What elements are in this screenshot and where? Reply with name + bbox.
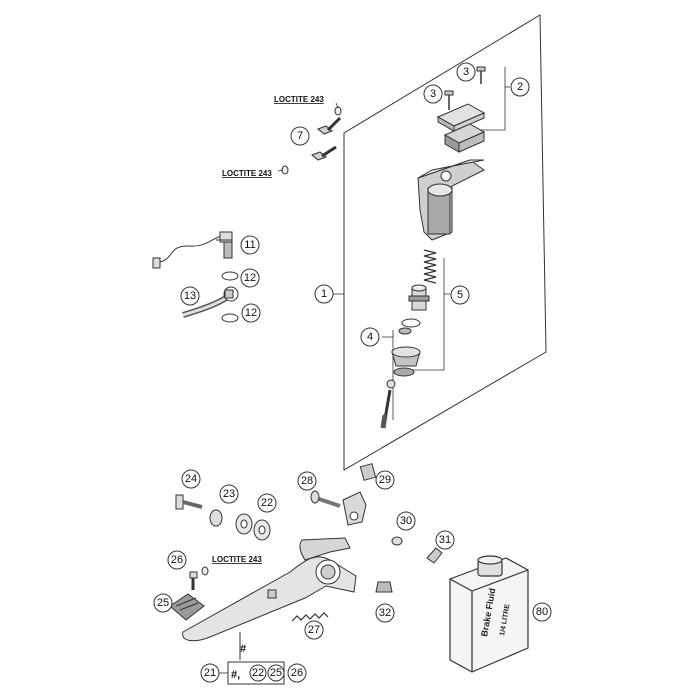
master-cylinder bbox=[380, 66, 486, 429]
callout-24-text: 24 bbox=[185, 473, 197, 485]
callout-3: 3 bbox=[456, 62, 476, 82]
callout-22-text: 22 bbox=[261, 497, 273, 509]
callout-7: 7 bbox=[290, 126, 310, 146]
callout-13: 13 bbox=[180, 286, 200, 306]
circlip bbox=[401, 318, 421, 328]
piston bbox=[408, 284, 430, 311]
callout-30: 30 bbox=[396, 511, 416, 531]
callout-26-text: 26 bbox=[291, 667, 303, 679]
cover-screw bbox=[476, 66, 486, 84]
pedal-tip bbox=[169, 593, 205, 621]
callout-28: 28 bbox=[297, 471, 317, 491]
callout-23-text: 23 bbox=[223, 488, 235, 500]
dust-boot bbox=[391, 346, 421, 377]
callout-12: 12 bbox=[241, 303, 261, 323]
callout-31: 31 bbox=[435, 530, 455, 550]
callout-11-text: 11 bbox=[244, 239, 255, 251]
return-spring bbox=[291, 612, 329, 622]
kit-hash-comma: #, bbox=[231, 669, 240, 681]
loctite-label-mid: LOCTITE 243 bbox=[222, 169, 272, 178]
brake-hose bbox=[182, 271, 239, 323]
callout-3-text: 3 bbox=[463, 66, 469, 78]
callout-12-text: 12 bbox=[245, 307, 257, 319]
loctite-label-pedal: LOCTITE 243 bbox=[212, 555, 262, 564]
callout-1-text: 1 bbox=[321, 288, 327, 300]
spring bbox=[423, 249, 437, 284]
callout-22: 22 bbox=[249, 664, 267, 682]
callout-25-text: 25 bbox=[270, 667, 282, 679]
callout-1: 1 bbox=[314, 284, 334, 304]
callout-31-text: 31 bbox=[439, 534, 451, 546]
callout-32-text: 32 bbox=[379, 607, 391, 619]
callout-3-text: 3 bbox=[430, 88, 436, 100]
callout-23: 23 bbox=[219, 484, 239, 504]
callout-80: 80 bbox=[532, 602, 552, 622]
callout-7-text: 7 bbox=[297, 130, 303, 142]
callout-26: 26 bbox=[287, 663, 307, 683]
callout-32: 32 bbox=[375, 603, 395, 623]
pivot-bolt bbox=[175, 494, 203, 510]
bracket-lines bbox=[333, 67, 510, 420]
callout-5-text: 5 bbox=[457, 289, 463, 301]
callout-5: 5 bbox=[450, 285, 470, 305]
hash-mark: # bbox=[240, 643, 246, 655]
callout-27: 27 bbox=[304, 620, 324, 640]
callout-12: 12 bbox=[240, 268, 260, 288]
callout-29: 29 bbox=[375, 470, 395, 490]
brake-light-switch bbox=[152, 231, 233, 269]
cover-screw bbox=[444, 90, 454, 110]
callout-12-text: 12 bbox=[244, 272, 256, 284]
callout-26-text: 26 bbox=[171, 554, 183, 566]
small-bolts bbox=[189, 566, 277, 599]
callout-4-text: 4 bbox=[367, 331, 373, 343]
callout-22: 22 bbox=[257, 493, 277, 513]
push-rod bbox=[380, 379, 396, 429]
clevis bbox=[310, 463, 443, 593]
seal-ring bbox=[398, 327, 412, 335]
callout-11: 11 bbox=[240, 235, 260, 255]
callouts: 1 2 3 3 4 5 7 11 12 12 13 21 22 25 26 22… bbox=[153, 62, 552, 683]
callout-25: 25 bbox=[267, 664, 285, 682]
callout-2-text: 2 bbox=[517, 81, 523, 93]
callout-26: 26 bbox=[167, 550, 187, 570]
callout-22-text: 22 bbox=[252, 667, 264, 679]
callout-25-text: 25 bbox=[157, 597, 169, 609]
callout-30-text: 30 bbox=[400, 515, 412, 527]
callout-21-text: 21 bbox=[204, 667, 216, 679]
callout-28-text: 28 bbox=[301, 475, 313, 487]
bushings bbox=[209, 509, 271, 541]
brake-pedal bbox=[182, 537, 357, 642]
callout-80-text: 80 bbox=[536, 606, 548, 618]
callout-27-text: 27 bbox=[308, 624, 320, 636]
assembly-frame bbox=[343, 14, 547, 471]
callout-13-text: 13 bbox=[184, 290, 196, 302]
callout-21: 21 bbox=[200, 663, 220, 683]
brake-fluid-can bbox=[449, 555, 529, 673]
mounting-bolts bbox=[281, 106, 342, 175]
callout-4: 4 bbox=[360, 327, 380, 347]
loctite-label-top: LOCTITE 243 bbox=[274, 95, 324, 104]
callout-29-text: 29 bbox=[379, 474, 391, 486]
callout-24: 24 bbox=[181, 469, 201, 489]
callout-3: 3 bbox=[423, 84, 443, 104]
callout-25: 25 bbox=[153, 593, 173, 613]
callout-2: 2 bbox=[510, 77, 530, 97]
